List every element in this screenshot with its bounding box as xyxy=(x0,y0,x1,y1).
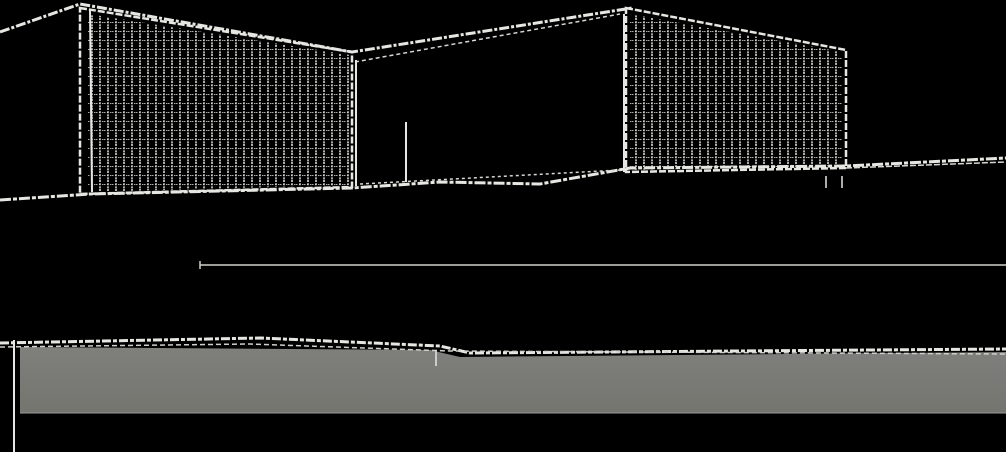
lower-rail-2 xyxy=(0,343,1006,355)
left-grid-panel xyxy=(88,14,350,192)
top-rail-inner xyxy=(354,13,621,63)
top-rail xyxy=(0,2,633,54)
left-grid-post xyxy=(89,9,93,193)
right-base-rail xyxy=(845,161,1006,169)
right-grid-panel xyxy=(630,14,842,170)
right-grid-frame xyxy=(624,6,848,174)
gray-band xyxy=(20,347,1006,413)
upper-base-rail xyxy=(0,156,1006,202)
upper-base-rail-2 xyxy=(359,169,621,185)
